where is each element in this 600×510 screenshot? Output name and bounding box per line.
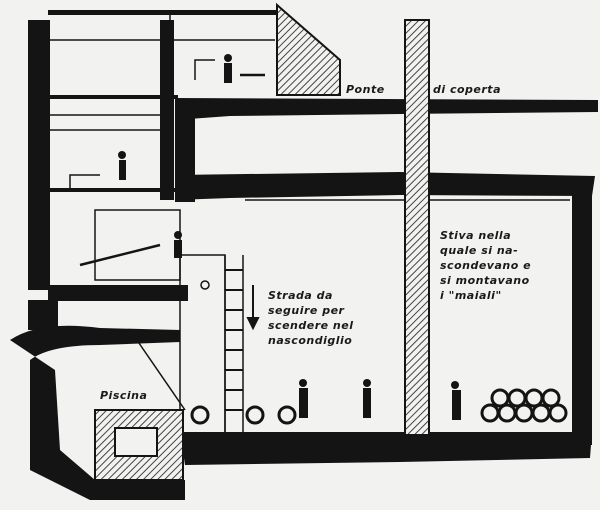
right-hull [572, 180, 592, 445]
mast [404, 19, 430, 436]
second-deck [175, 120, 595, 160]
deck-label-coperta: di coperta [433, 83, 501, 96]
route-line: nascondiglio [268, 334, 353, 347]
hold-line: scondevano e [440, 259, 532, 272]
hold-line: si montavano [440, 274, 530, 287]
bottom-hull [180, 432, 592, 465]
down-arrow-icon [246, 285, 260, 331]
hold-line: i "maiali" [440, 289, 502, 302]
figures [118, 54, 461, 420]
hatched-stair-wall [276, 2, 341, 96]
torpedo-stack [190, 388, 568, 425]
route-label: Strada da seguire per scendere nel nasco… [268, 288, 353, 348]
top-deck [175, 98, 598, 120]
route-line: seguire per [268, 304, 345, 317]
left-hull-wall [28, 20, 50, 290]
superstructure-top [48, 10, 276, 15]
ladder [225, 269, 243, 411]
hold-line: Stiva nella [440, 229, 512, 242]
hold-line: quale si na- [440, 244, 519, 257]
pool [94, 409, 184, 481]
hold-label: Stiva nella quale si na- scondevano e si… [440, 228, 531, 303]
pool-label: Piscina [100, 389, 148, 402]
route-line: Strada da [268, 289, 333, 302]
route-line: scendere nel [268, 319, 354, 332]
deck-label-ponte: Ponte [346, 83, 385, 96]
